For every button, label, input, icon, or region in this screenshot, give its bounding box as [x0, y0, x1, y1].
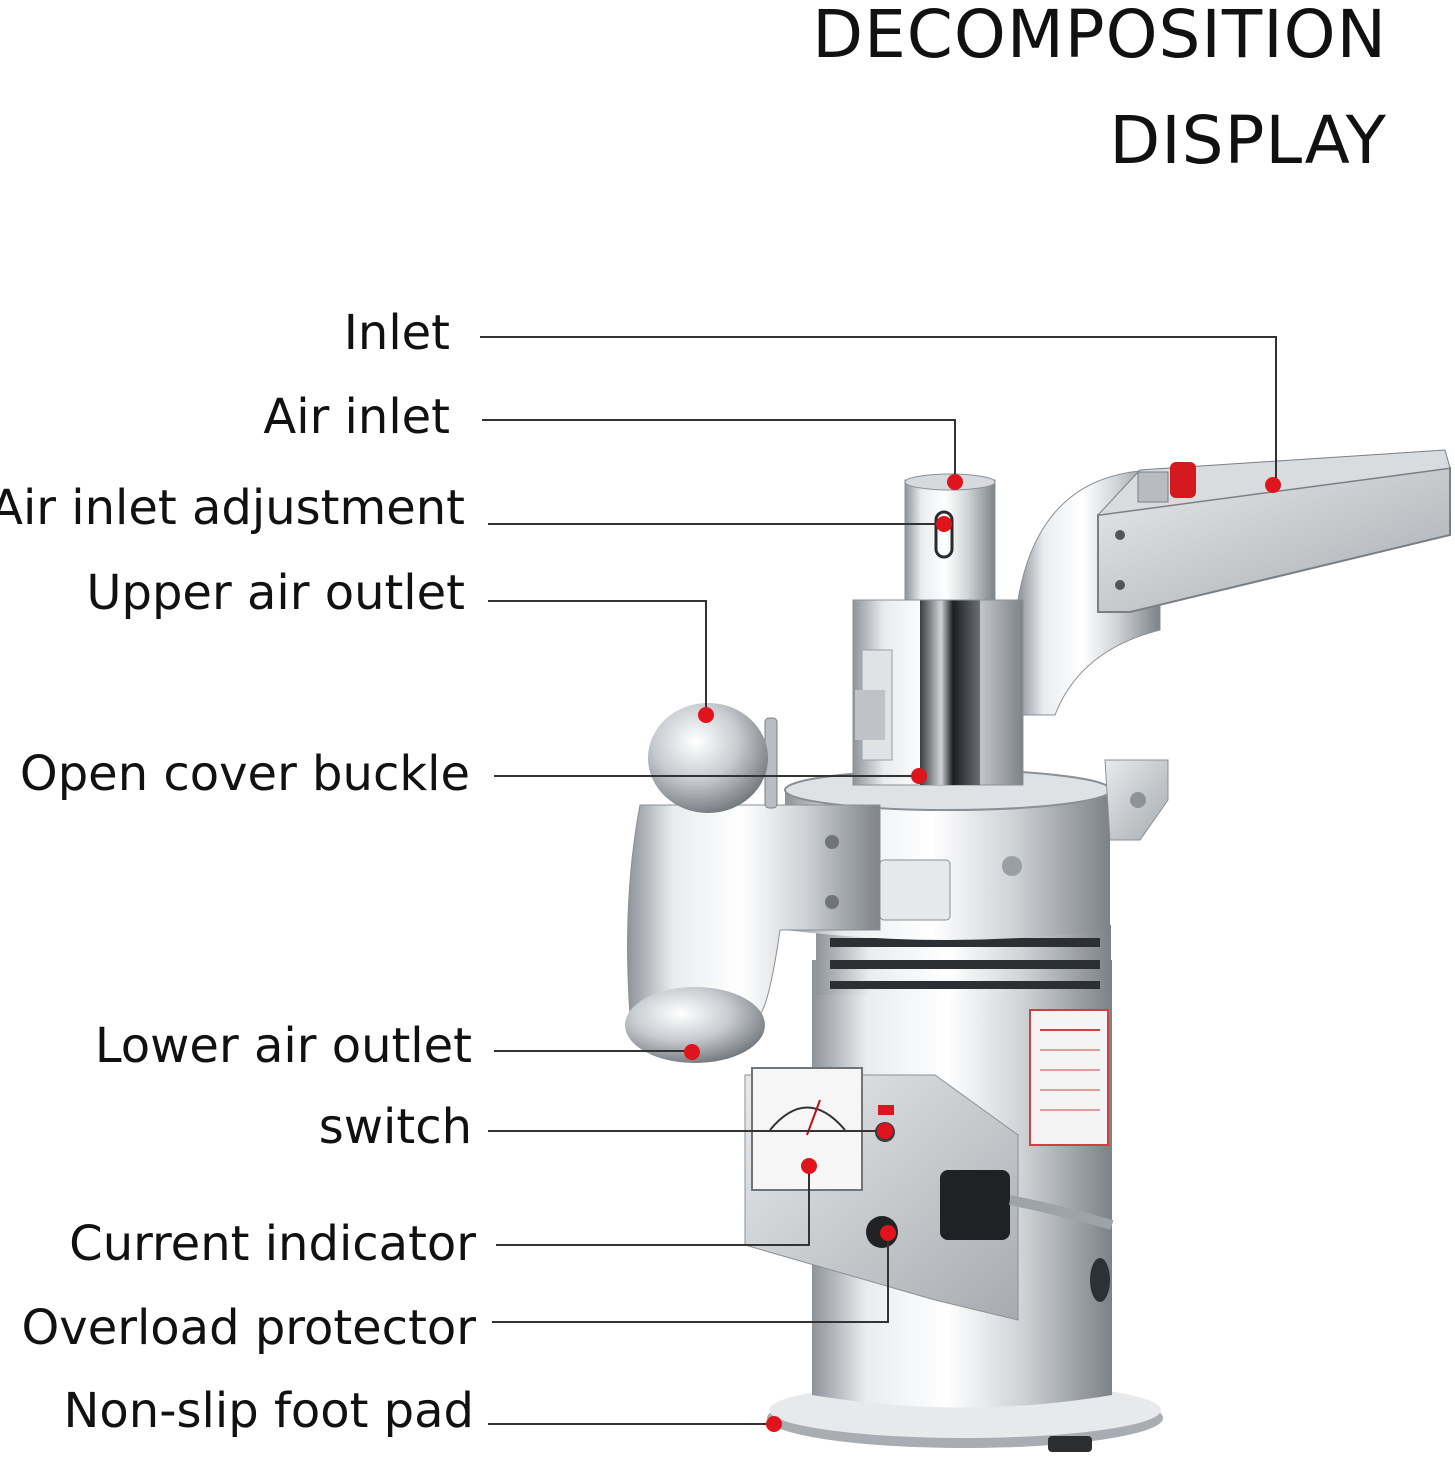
marker-inlet: [1265, 477, 1281, 493]
marker-non-slip-foot-pad: [766, 1416, 782, 1432]
lower-dome: [625, 987, 765, 1063]
feed-hopper: [1017, 449, 1451, 716]
diagram-title-line-1: DECOMPOSITION: [812, 0, 1387, 73]
label-non-slip-foot-pad: Non-slip foot pad: [63, 1383, 474, 1439]
diagram-title-line-2: DISPLAY: [1109, 102, 1387, 179]
marker-lower-air-outlet: [684, 1044, 700, 1060]
side-arm: [627, 717, 881, 1016]
marker-air-inlet-adjustment: [936, 516, 952, 532]
upper-column: [852, 585, 1024, 786]
leader-inlet: [480, 336, 1277, 484]
side-latch: [1104, 759, 1169, 841]
leader-current-indicator: [496, 1166, 810, 1246]
markers: [684, 474, 1281, 1432]
leader-upper-air-outlet: [488, 600, 707, 714]
label-inlet: Inlet: [343, 305, 450, 361]
leader-air-inlet: [482, 419, 956, 482]
leader-overload-protector: [492, 1233, 889, 1323]
marker-switch: [877, 1123, 893, 1139]
marker-upper-air-outlet: [698, 707, 714, 723]
label-switch: switch: [318, 1099, 472, 1155]
marker-air-inlet: [947, 474, 963, 490]
label-air-inlet-adjustment: Air inlet adjustment: [0, 480, 465, 536]
label-overload-protector: Overload protector: [21, 1300, 476, 1356]
air-inlet-pipe: [904, 473, 996, 601]
marker-open-cover-buckle: [911, 768, 927, 784]
label-open-cover-buckle: Open cover buckle: [19, 746, 470, 802]
marker-current-indicator: [801, 1158, 817, 1174]
control-box: [744, 1067, 1114, 1321]
label-upper-air-outlet: Upper air outlet: [86, 565, 465, 621]
upper-dome: [648, 703, 768, 813]
label-air-inlet: Air inlet: [263, 389, 450, 445]
marker-overload-protector: [880, 1225, 896, 1241]
label-current-indicator: Current indicator: [69, 1216, 476, 1272]
label-lower-air-outlet: Lower air outlet: [94, 1018, 472, 1074]
leader-lines: [480, 336, 1277, 1425]
